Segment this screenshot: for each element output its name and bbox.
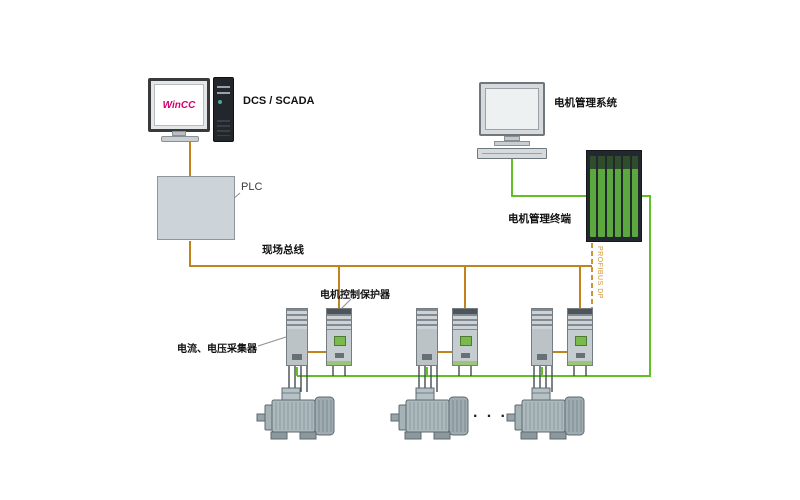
rack-module (590, 156, 597, 237)
wincc-logo: WinCC (162, 99, 196, 111)
scada-label: DCS / SCADA (243, 95, 315, 107)
motor-cables (288, 366, 587, 392)
rack-module (614, 156, 622, 237)
scada-monitor: WinCC (148, 78, 210, 132)
rack-module (623, 156, 630, 237)
management-terminal-rack (586, 150, 642, 242)
protector-display (575, 336, 587, 346)
motor (390, 387, 469, 440)
orange-bus-wires (189, 142, 592, 353)
scada-monitor-base (161, 136, 199, 142)
protector-label: 电机控制保护器 (320, 290, 390, 301)
management-pc-keyboard (477, 148, 547, 159)
current-voltage-collector (286, 308, 308, 366)
management-pc-base (494, 141, 530, 146)
tower-slot (217, 92, 230, 94)
fieldbus-label: 现场总线 (262, 244, 304, 256)
tower-power-led (218, 100, 222, 104)
plc-label: PLC (241, 181, 263, 193)
rack-module (598, 156, 605, 237)
green-network-wires (296, 159, 651, 377)
motor (506, 387, 585, 440)
management-pc-screen (485, 88, 539, 130)
tower-vents (217, 120, 230, 136)
plc-box (157, 176, 235, 240)
ellipsis: · · · (473, 408, 508, 425)
protector-display (460, 336, 472, 346)
motor-control-protector (452, 308, 478, 366)
rack-module (606, 156, 613, 237)
management-terminal-label: 电机管理终端 (508, 213, 571, 225)
rack-module (631, 156, 638, 237)
bus-link-label: PROFIBUS DP (596, 246, 603, 299)
scada-tower (213, 77, 234, 142)
collector-label: 电流、电压采集器 (177, 344, 257, 355)
protector-display (334, 336, 346, 346)
motor-control-protector (567, 308, 593, 366)
current-voltage-collector (416, 308, 438, 366)
scada-screen: WinCC (154, 84, 204, 126)
current-voltage-collector (531, 308, 553, 366)
management-system-label: 电机管理系统 (554, 97, 617, 109)
motor-control-protector (326, 308, 352, 366)
management-pc-stand (504, 136, 520, 141)
motor (256, 387, 335, 440)
management-pc-monitor (479, 82, 545, 136)
scada-monitor-neck (172, 131, 186, 136)
tower-slot (217, 86, 230, 88)
